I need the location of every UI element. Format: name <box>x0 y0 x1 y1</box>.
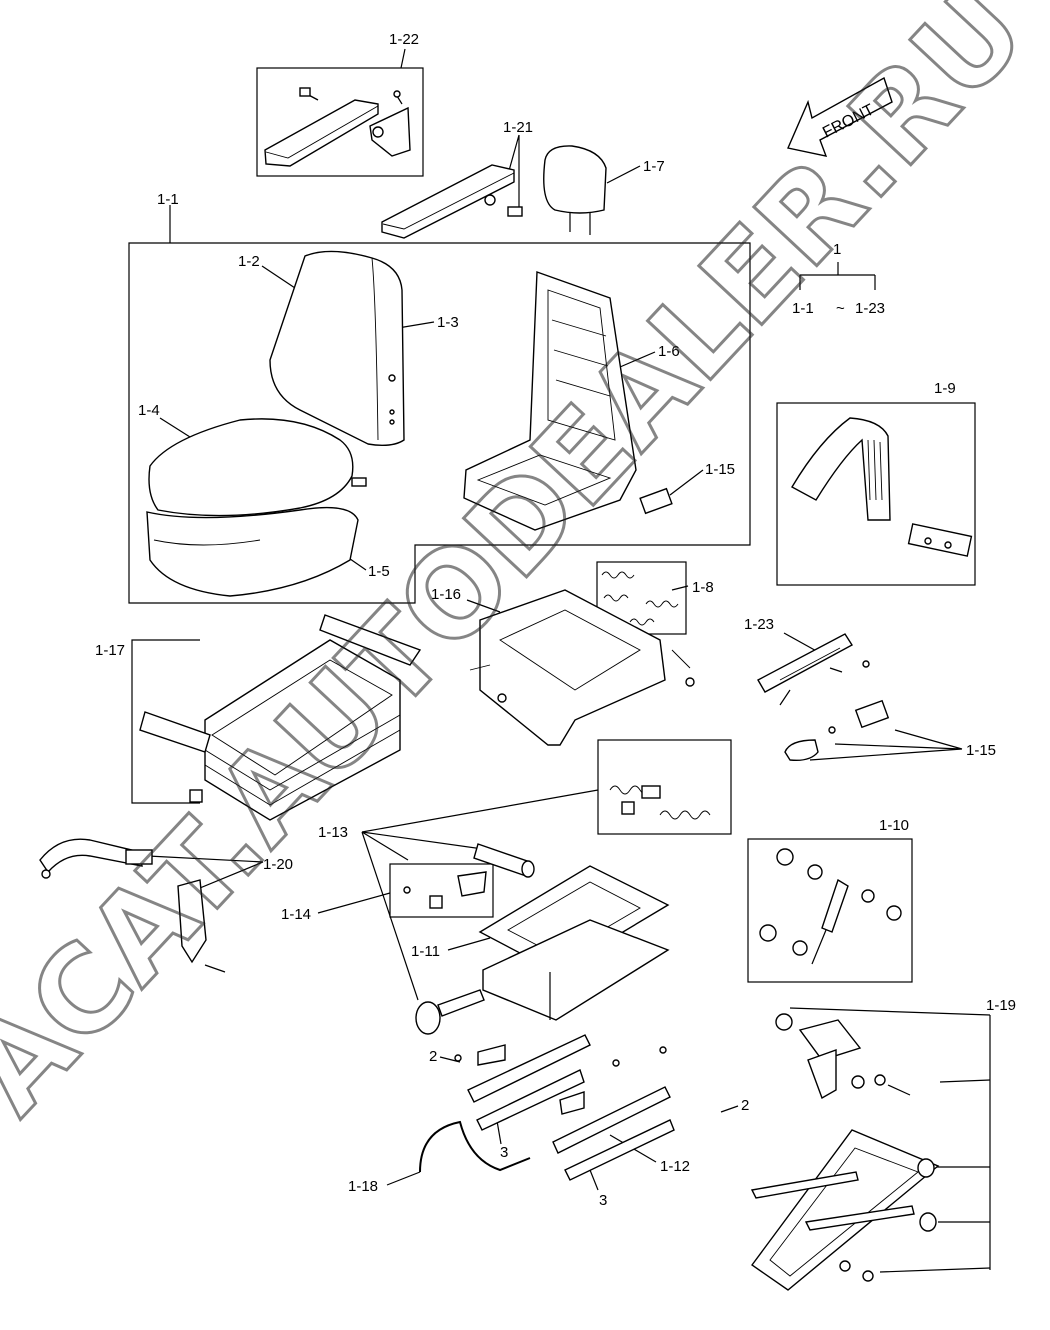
callout-labels: 1-22 1-21 1-7 1-1 1-2 1-3 1-4 1-5 1-6 1-… <box>95 31 1016 1209</box>
rails-1-12 <box>454 1034 675 1181</box>
label-1-17: 1-17 <box>95 642 125 659</box>
rod-1-18 <box>419 1120 531 1173</box>
label-1: 1 <box>833 241 841 258</box>
slide-rail-1-23 <box>757 633 870 706</box>
box-1-10 <box>747 838 913 983</box>
headrest-1-7 <box>543 145 607 235</box>
seat-frame-1-6 <box>463 271 673 531</box>
seatbelt-1-20 <box>39 838 226 973</box>
leader-lines <box>147 48 991 1273</box>
label-1-19: 1-19 <box>986 997 1016 1014</box>
shock-1-10 <box>759 848 902 965</box>
label-1-16: 1-16 <box>431 586 461 603</box>
label-3-left: 3 <box>500 1144 508 1161</box>
label-2-right: 2 <box>741 1097 749 1114</box>
armrest-1-22 <box>264 87 411 167</box>
label-1-8: 1-8 <box>692 579 714 596</box>
cylinder-1-13 <box>473 843 535 878</box>
parts-1-14 <box>403 871 487 909</box>
label-1-10: 1-10 <box>879 817 909 834</box>
caps-1-15 <box>784 699 890 762</box>
suspension-cover-1-17 <box>139 614 422 821</box>
adjust-knob <box>415 989 485 1035</box>
label-1-15-top: 1-15 <box>705 461 735 478</box>
label-1-22: 1-22 <box>389 31 419 48</box>
box-springs <box>597 739 732 835</box>
suspension-1-11 <box>478 865 670 1021</box>
label-1-5: 1-5 <box>368 563 390 580</box>
box-1-14 <box>389 863 494 918</box>
adjuster-frame-1-16 <box>469 589 695 746</box>
suspension-springs <box>609 785 711 820</box>
bracket-assembly-1-19 <box>750 1013 940 1291</box>
label-range-sep: ~ <box>836 300 845 317</box>
box-1-1 <box>128 242 751 604</box>
cushion-1-4 <box>146 418 367 597</box>
label-1-1: 1-1 <box>157 191 179 208</box>
label-range-from: 1-1 <box>792 300 814 317</box>
label-2-left: 2 <box>429 1048 437 1065</box>
box-1-22 <box>256 67 424 177</box>
label-1-18: 1-18 <box>348 1178 378 1195</box>
label-1-11: 1-11 <box>411 943 440 960</box>
label-1-3: 1-3 <box>437 314 459 331</box>
label-1-14: 1-14 <box>281 906 311 923</box>
label-1-15-bottom: 1-15 <box>966 742 996 759</box>
springs-1-8 <box>601 571 679 626</box>
strap-1-9 <box>791 417 973 557</box>
armrest-1-21 <box>381 164 523 239</box>
label-range-to: 1-23 <box>855 300 885 317</box>
label-1-20: 1-20 <box>263 856 293 873</box>
label-1-23: 1-23 <box>744 616 774 633</box>
label-1-13: 1-13 <box>318 824 348 841</box>
label-1-12: 1-12 <box>660 1158 690 1175</box>
bracket-1-17 <box>131 639 200 804</box>
label-1-4: 1-4 <box>138 402 160 419</box>
box-1-9 <box>776 402 976 586</box>
label-1-21: 1-21 <box>503 119 533 136</box>
label-1-2: 1-2 <box>238 253 260 270</box>
label-3-right: 3 <box>599 1192 607 1209</box>
label-1-7: 1-7 <box>643 158 665 175</box>
backrest-1-2 <box>269 250 405 447</box>
label-1-9: 1-9 <box>934 380 956 397</box>
label-1-6: 1-6 <box>658 343 680 360</box>
